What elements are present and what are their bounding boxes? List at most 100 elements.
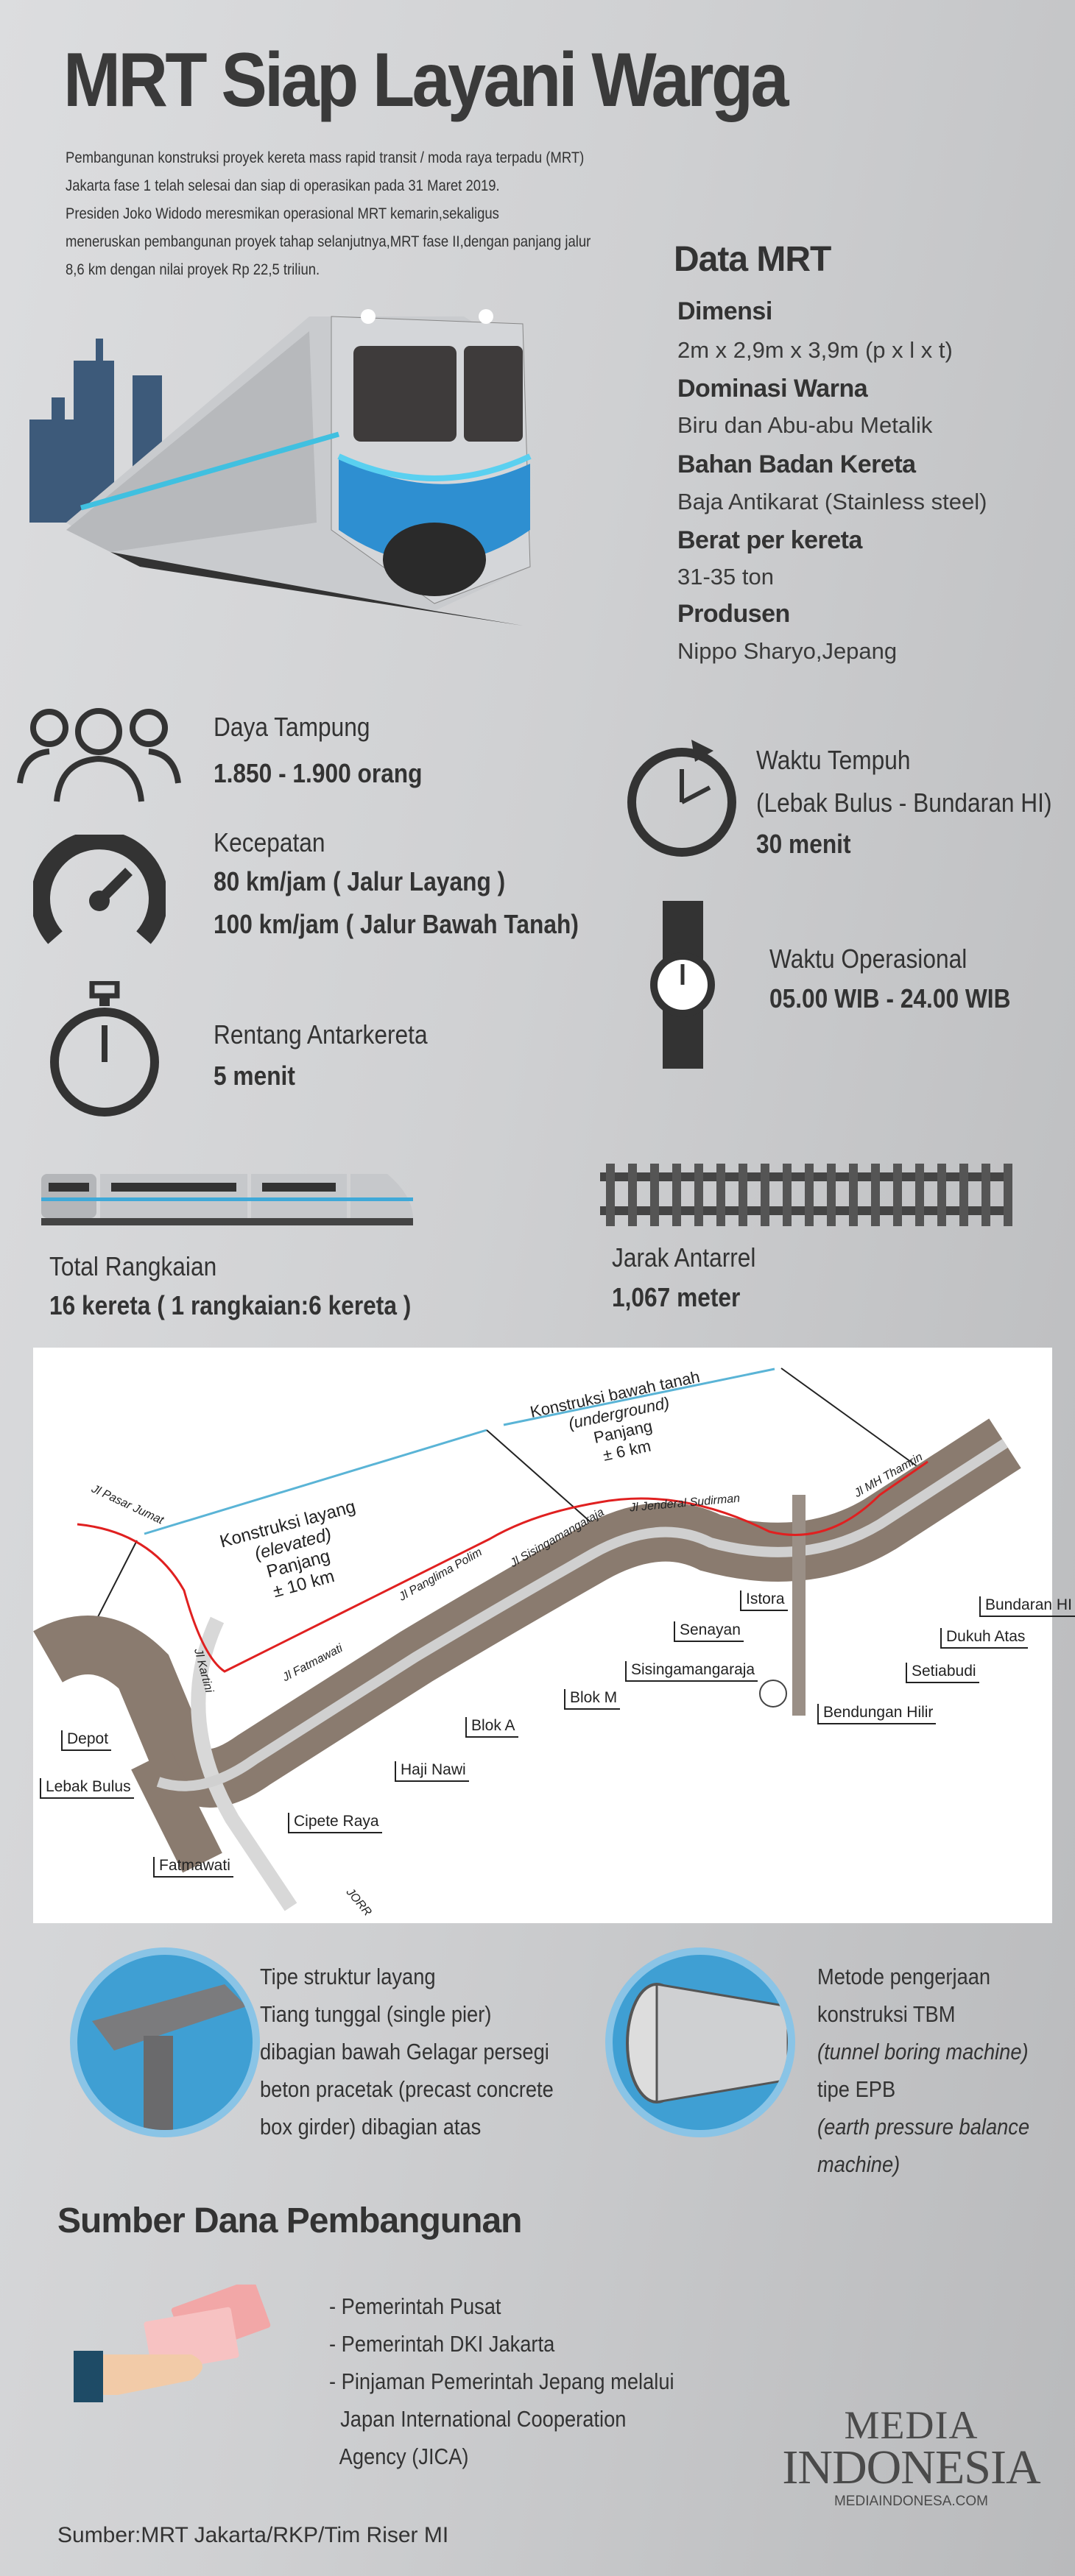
text-line: box girder) dibagian atas: [260, 2114, 482, 2140]
station-label: Fatmawati: [153, 1857, 233, 1878]
text-line: dibagian bawah Gelagar persegi: [260, 2039, 549, 2064]
rail-tie: [893, 1164, 902, 1226]
page-title: MRT Siap Layani Warga: [63, 38, 789, 123]
logo-line: INDONESIA: [782, 2441, 1040, 2494]
text-line: konstruksi TBM: [817, 2001, 956, 2027]
station-label: Istora: [740, 1590, 788, 1611]
rail-tie: [672, 1164, 681, 1226]
spec-value: Baja Antikarat (Stainless steel): [677, 489, 987, 514]
rail-tie: [716, 1164, 725, 1226]
spec-label: Bahan Badan Kereta: [677, 450, 916, 478]
mrt-train-illustration: [29, 309, 532, 626]
station-label: Setiabudi: [906, 1663, 979, 1683]
rail-tie: [694, 1164, 703, 1226]
intro-line: 8,6 km dengan nilai proyek Rp 22,5 trili…: [66, 261, 320, 278]
interval-value: 5 menit: [214, 1061, 295, 1091]
train-side-icon: [41, 1174, 413, 1225]
text-line: Tipe struktur layang: [260, 1964, 436, 1989]
rail-tie: [959, 1164, 968, 1226]
rail-tie: [761, 1164, 769, 1226]
station-label: Depot: [61, 1730, 112, 1751]
rail-tie: [805, 1164, 814, 1226]
spec-value: 31-35 ton: [677, 564, 774, 590]
rail-tie: [606, 1164, 615, 1226]
spec-label: Berat per kereta: [677, 526, 862, 554]
station-label: Bundaran HI: [979, 1596, 1075, 1617]
spec-label: Dimensi: [677, 297, 772, 325]
rail-tie: [827, 1164, 836, 1226]
gauge-value: 1,067 meter: [612, 1282, 741, 1312]
rail-tie: [650, 1164, 659, 1226]
data-mrt-heading: Data MRT: [674, 240, 831, 279]
route-map: Konstruksi layang(elevated)Panjang± 10 k…: [33, 1348, 1075, 1923]
tunnel-boring-icon: [605, 1947, 795, 2137]
spec-value: Nippo Sharyo,Jepang: [677, 638, 898, 664]
funding-heading: Sumber Dana Pembangunan: [57, 2201, 522, 2240]
travel-time-route: (Lebak Bulus - Bundaran HI): [756, 788, 1052, 818]
station-label: Bendungan Hilir: [817, 1704, 937, 1724]
rail-tie: [981, 1164, 990, 1226]
rail-track-icon: [600, 1164, 1012, 1226]
speed-value-elevated: 80 km/jam ( Jalur Layang ): [214, 866, 506, 896]
rail-tie: [783, 1164, 792, 1226]
text-line: (tunnel boring machine): [817, 2039, 1029, 2064]
city-skyline-icon: [29, 339, 162, 523]
money-hand-icon: [74, 2285, 271, 2402]
capacity-label: Daya Tampung: [214, 712, 370, 742]
rail-tie: [628, 1164, 637, 1226]
speedometer-icon: [33, 835, 166, 944]
spec-label: Dominasi Warna: [677, 375, 868, 403]
spec-label: Produsen: [677, 600, 790, 628]
intro-text: Pembangunan konstruksi proyek kereta mas…: [66, 144, 591, 284]
station-label: Haji Nawi: [395, 1761, 469, 1782]
tbm-text: Metode pengerjaan konstruksi TBM (tunnel…: [817, 1958, 1029, 2183]
elevated-structure-text: Tipe struktur layang Tiang tunggal (sing…: [260, 1958, 554, 2145]
speed-label: Kecepatan: [214, 827, 325, 857]
funding-item: - Pemerintah Pusat: [329, 2293, 501, 2319]
capacity-value: 1.850 - 1.900 orang: [214, 758, 423, 788]
gauge-label: Jarak Antarrel: [612, 1242, 756, 1273]
intro-line: Jakarta fase 1 telah selesai dan siap di…: [66, 177, 500, 194]
intro-line: meneruskan pembangunan proyek tahap sela…: [66, 233, 591, 250]
cars-label: Total Rangkaian: [49, 1251, 217, 1281]
rail-tie: [739, 1164, 747, 1226]
text-line: (earth pressure balance: [817, 2114, 1030, 2140]
funding-item: Japan International Cooperation: [329, 2406, 627, 2432]
logo-url: MEDIAINDONESA.COM: [833, 2494, 989, 2509]
route-map-drawing: [33, 1367, 1021, 1911]
interval-label: Rentang Antarkereta: [214, 1019, 428, 1050]
rail-tie: [849, 1164, 858, 1226]
station-label: Blok A: [465, 1717, 518, 1738]
text-line: Tiang tunggal (single pier): [260, 2001, 492, 2027]
speed-value-underground: 100 km/jam ( Jalur Bawah Tanah): [214, 909, 579, 939]
station-label: Sisingamangaraja: [625, 1661, 758, 1682]
intro-line: Pembangunan konstruksi proyek kereta mas…: [66, 149, 585, 166]
clock-icon: [627, 740, 736, 857]
rail-tie: [871, 1164, 880, 1226]
station-label: Cipete Raya: [288, 1813, 382, 1833]
rail-tie: [937, 1164, 946, 1226]
source-text: Sumber:MRT Jakarta/RKP/Tim Riser MI: [57, 2523, 449, 2547]
spec-value: 2m x 2,9m x 3,9m (p x l x t): [677, 337, 953, 363]
funding-item: Agency (JICA): [329, 2444, 469, 2469]
text-line: machine): [817, 2151, 900, 2177]
station-label: Blok M: [564, 1689, 621, 1710]
station-label: Senayan: [674, 1621, 744, 1642]
intro-line: Presiden Joko Widodo meresmikan operasio…: [66, 205, 499, 222]
rail-tie: [1004, 1164, 1012, 1226]
stopwatch-icon: [50, 981, 159, 1117]
travel-time-value: 30 menit: [756, 829, 851, 859]
media-indonesia-logo: MEDIA INDONESIA MEDIAINDONESA.COM: [766, 2403, 1057, 2510]
text-line: beton pracetak (precast concrete: [260, 2076, 554, 2102]
cars-value: 16 kereta ( 1 rangkaian:6 kereta ): [49, 1290, 412, 1320]
funding-item: - Pinjaman Pemerintah Jepang melalui: [329, 2368, 674, 2394]
funding-list: - Pemerintah Pusat - Pemerintah DKI Jaka…: [329, 2287, 674, 2475]
funding-item: - Pemerintah DKI Jakarta: [329, 2331, 555, 2357]
station-label: Lebak Bulus: [40, 1778, 134, 1799]
people-icon: [17, 708, 181, 802]
operating-hours-label: Waktu Operasional: [769, 944, 967, 974]
logo-line: MEDIA: [844, 2403, 979, 2447]
spec-value: Biru dan Abu-abu Metalik: [677, 412, 933, 438]
text-line: Metode pengerjaan: [817, 1964, 991, 1989]
station-label: Dukuh Atas: [940, 1628, 1029, 1649]
